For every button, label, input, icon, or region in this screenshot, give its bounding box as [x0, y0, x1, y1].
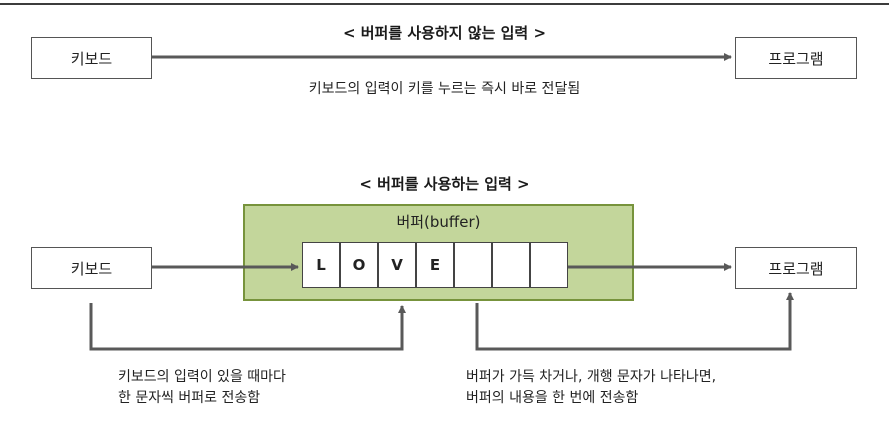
buffer-cell	[454, 242, 492, 288]
caption-buffer-input: 키보드의 입력이 있을 때마다 한 문자씩 버퍼로 전송함	[118, 367, 286, 409]
caption-buffer-input-line1: 키보드의 입력이 있을 때마다	[118, 369, 286, 385]
caption-no-buffer: 키보드의 입력이 키를 누르는 즉시 바로 전달됨	[308, 81, 581, 97]
buffer-cell	[530, 242, 568, 288]
buffer-cell: L	[302, 242, 340, 288]
buffer-cell	[492, 242, 530, 288]
caption-buffer-flush-line1: 버퍼가 가득 차거나, 개행 문자가 나타나면,	[466, 369, 717, 385]
caption-buffer-flush: 버퍼가 가득 차거나, 개행 문자가 나타나면, 버퍼의 내용을 한 번에 전송…	[466, 367, 716, 409]
caption-buffer-input-line2: 한 문자씩 버퍼로 전송함	[118, 390, 261, 406]
buffer-cell: O	[340, 242, 378, 288]
bracket-keyboard-to-cell	[89, 303, 406, 351]
title-with-buffer: < 버퍼를 사용하는 입력 >	[359, 175, 530, 193]
caption-buffer-flush-line2: 버퍼의 내용을 한 번에 전송함	[466, 390, 639, 406]
title-no-buffer: < 버퍼를 사용하지 않는 입력 >	[342, 24, 547, 42]
program-box-2: 프로그램	[735, 247, 857, 289]
bracket-buffer-to-program	[475, 292, 794, 351]
buffer-label: 버퍼(buffer)	[396, 213, 481, 231]
program-box-1: 프로그램	[735, 37, 857, 79]
buffer-cell: V	[378, 242, 416, 288]
keyboard-box-2: 키보드	[31, 247, 152, 289]
keyboard-box-1: 키보드	[31, 37, 152, 79]
top-rule	[0, 3, 889, 5]
buffer-cell: E	[416, 242, 454, 288]
